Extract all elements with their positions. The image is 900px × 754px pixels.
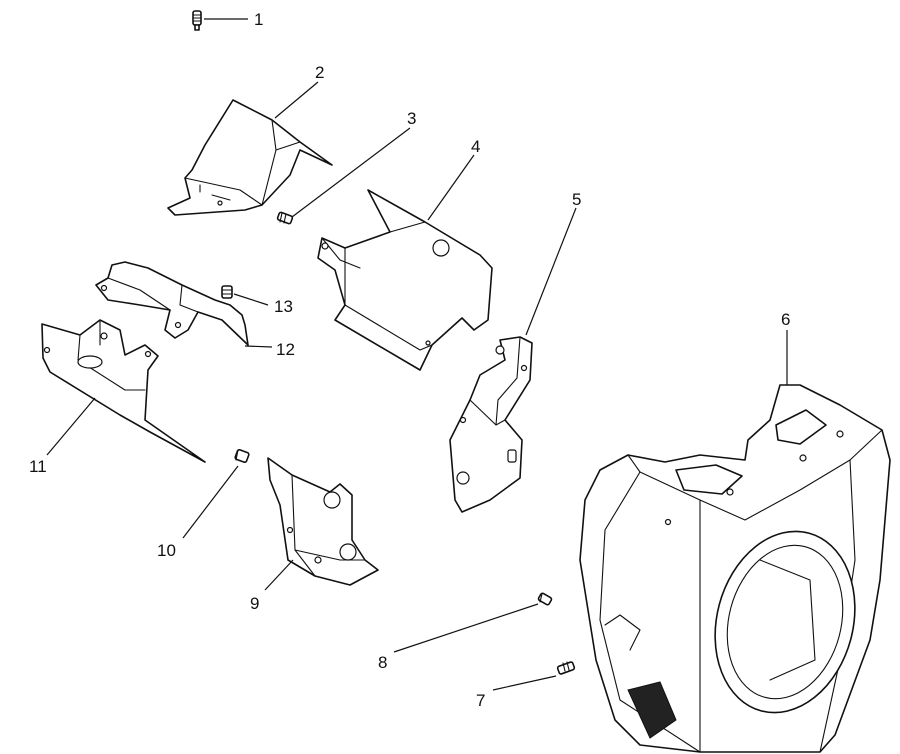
callout-3: 3 [407,109,416,128]
callout-13: 13 [274,297,293,316]
leader-line-9 [264,559,294,591]
callout-10: 10 [157,541,176,560]
callout-6: 6 [781,310,790,329]
leader-line-13 [233,293,269,306]
leader-line-7 [492,675,557,691]
callout-5: 5 [572,190,581,209]
callout-2: 2 [315,63,324,82]
callout-4: 4 [471,137,480,156]
callout-11: 11 [29,457,47,476]
part-9-bracket [267,457,379,586]
part-13-screw [221,285,233,299]
callout-8: 8 [378,653,387,672]
part-10-screw [234,449,250,463]
leader-line-10 [182,465,239,539]
part-11-baffle [41,319,206,463]
part-2-shroud [167,99,333,216]
part-3-screw [276,211,294,225]
part-7-screw [556,661,576,675]
leader-line-8 [393,603,539,653]
part-5-bracket [449,336,533,513]
leader-line-3 [291,127,411,218]
leader-line-5 [525,207,577,336]
leader-line-4 [427,154,475,221]
part-8-screw [537,592,553,606]
leader-line-11 [46,397,96,456]
callout-7: 7 [476,691,485,710]
part-12-baffle [95,261,249,346]
leader-line-2 [274,81,319,119]
callout-1: 1 [254,10,263,29]
callout-9: 9 [250,594,259,613]
part-6-blower-housing [579,384,891,753]
callout-12: 12 [276,340,295,359]
part-4-shroud [317,189,493,371]
part-1-screw [192,10,202,31]
leader-line-12 [244,345,273,348]
